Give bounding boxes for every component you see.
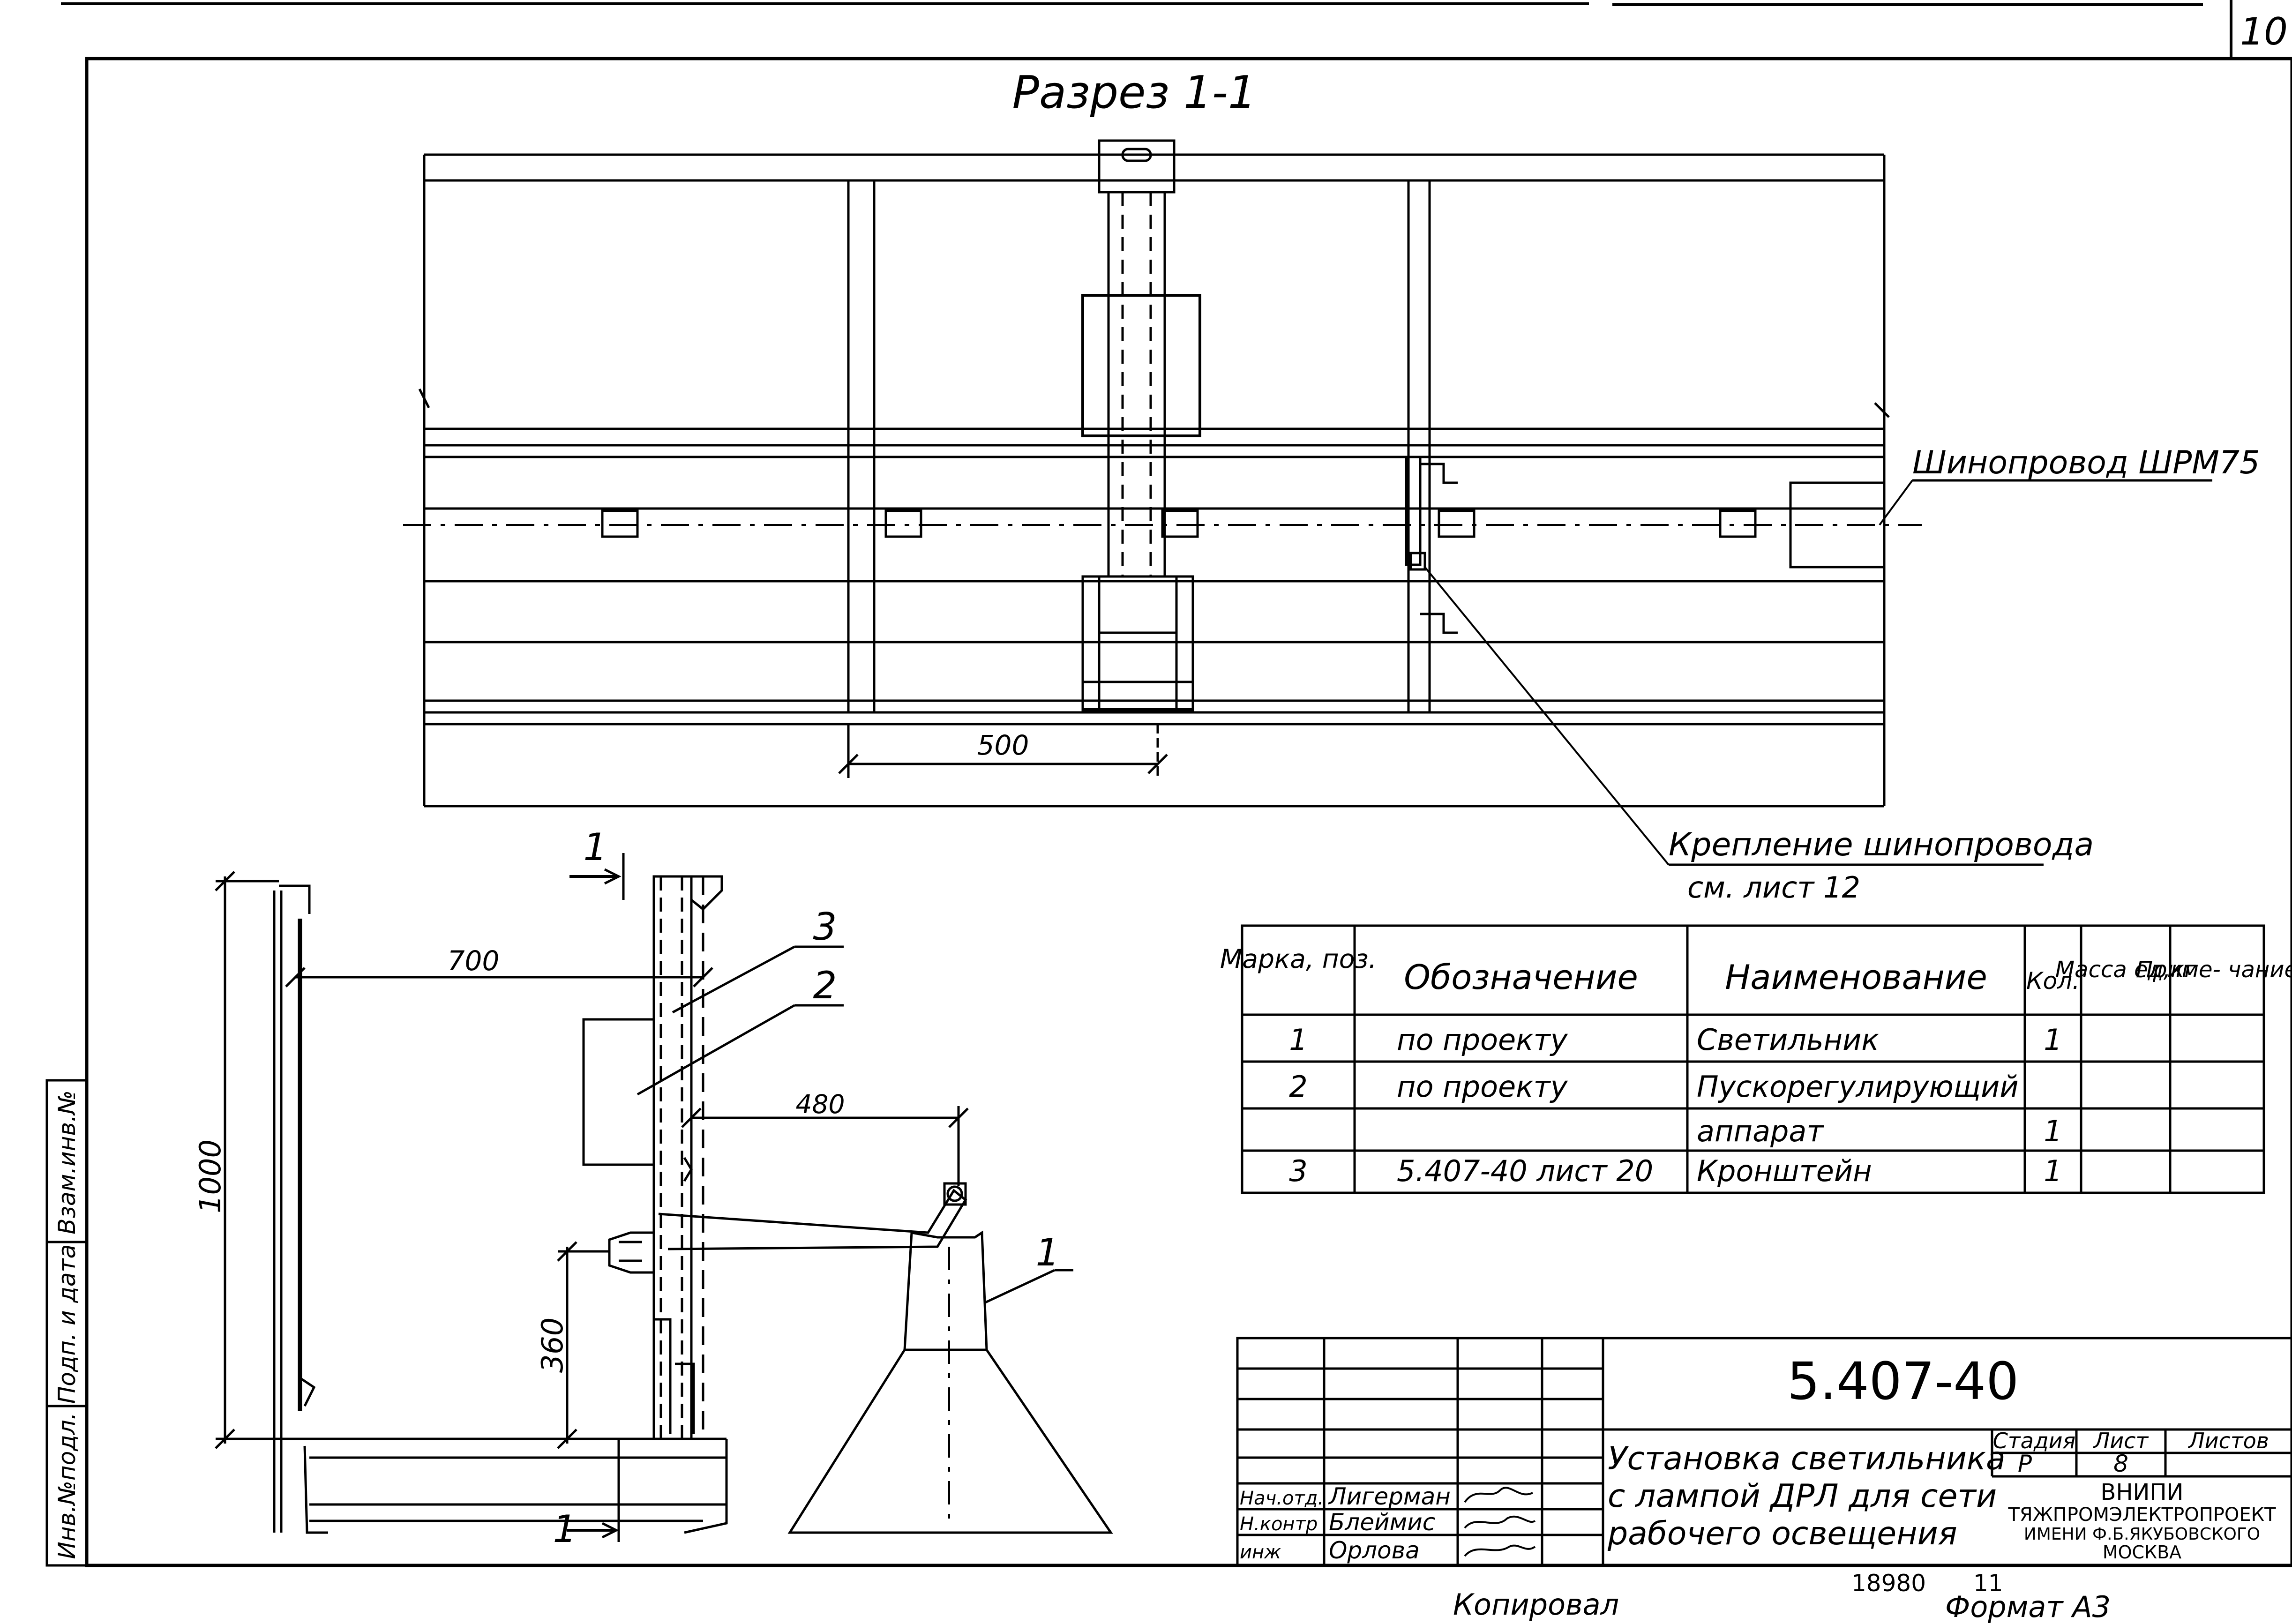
- spec-header-designation: Обозначение: [1404, 958, 1638, 997]
- doc-title-line2: с лампой ДРЛ для сети: [1608, 1478, 1997, 1515]
- spec-row-1-qty: 1: [2044, 1023, 2062, 1057]
- doc-title-line3: рабочего освещения: [1607, 1515, 1957, 1552]
- spec-row-2-name: Пускорегулирующий: [1697, 1070, 2019, 1104]
- busbar-callout: Шинопровод ШРМ75: [1912, 444, 2260, 481]
- spec-row-4-mark: 3: [1289, 1154, 1307, 1188]
- spec-row-1-designation: по проекту: [1397, 1023, 1568, 1057]
- signatures: [1464, 1487, 1536, 1557]
- spec-row-4-designation: 5.407-40 лист 20: [1397, 1154, 1653, 1188]
- sheet-number: 10: [2240, 10, 2288, 53]
- doc-code: 5.407-40: [1787, 1351, 2019, 1411]
- spec-row-4-qty: 1: [2044, 1154, 2062, 1188]
- person-2-role: Н.контр: [1240, 1513, 1318, 1535]
- spec-row-1-mark: 1: [1289, 1023, 1307, 1057]
- spec-row-4-name: Кронштейн: [1697, 1154, 1872, 1188]
- org-line1: ВНИПИ: [2101, 1479, 2184, 1505]
- spec-row-2-mark: 2: [1289, 1070, 1307, 1104]
- spec-header-mark: Марка, поз.: [1220, 944, 1377, 974]
- format-label: Формат А3: [1945, 1590, 2111, 1624]
- position-label-2: 2: [813, 964, 837, 1007]
- drawing-frame: [85, 57, 2292, 1567]
- spec-header-mark-text: Марка, поз.: [1220, 944, 1377, 974]
- spec-header-mass: Масса ед,кг: [2055, 957, 2196, 983]
- side-stamp: [45, 1079, 88, 1567]
- fastening-callout-line1: Крепление шинопровода: [1669, 826, 2094, 863]
- spec-row-2-designation: по проекту: [1397, 1070, 1568, 1104]
- side-stamp-inv-dup: Взам.инв.№: [53, 1090, 81, 1235]
- person-2-name: Блеймис: [1329, 1509, 1435, 1536]
- side-stamp-sign-date: Подп. и дата: [53, 1244, 81, 1404]
- org-line4: МОСКВА: [2103, 1542, 2181, 1563]
- spec-row-3-name: аппарат: [1697, 1114, 1824, 1148]
- org-line3: ИМЕНИ Ф.Б.ЯКУБОВСКОГО: [2024, 1525, 2260, 1544]
- spec-row-1-name: Светильник: [1697, 1023, 1879, 1057]
- spec-row-3-qty: 1: [2044, 1114, 2062, 1148]
- copied-label: Копировал: [1453, 1587, 1619, 1622]
- archive-number: 18980: [1851, 1570, 1926, 1597]
- position-label-3: 3: [813, 905, 837, 949]
- dim-480: 480: [796, 1089, 845, 1119]
- spec-header-note: Приме- чание: [2136, 957, 2292, 983]
- fastening-callout-line2: см. лист 12: [1687, 870, 1860, 905]
- section-title: Разрез 1-1: [1012, 67, 1257, 119]
- section-mark-bottom: 1: [553, 1507, 577, 1551]
- section-view: [403, 139, 2212, 866]
- stage-label: Стадия: [1993, 1428, 2075, 1453]
- sheets-label: Листов: [2187, 1428, 2269, 1453]
- spec-table-grid: [1241, 924, 2265, 1194]
- person-3-role: инж: [1240, 1542, 1281, 1563]
- person-1-name: Лигерман: [1328, 1483, 1451, 1510]
- person-1-role: Нач.отд.: [1240, 1488, 1324, 1509]
- archive-sheet: 11: [1973, 1570, 2003, 1597]
- section-mark-top: 1: [584, 825, 607, 869]
- dim-500: 500: [977, 729, 1029, 761]
- org-line2: ТЯЖПРОМЭЛЕКТРОПРОЕКТ: [2007, 1504, 2276, 1526]
- title-block-grid: [1236, 1337, 2292, 1567]
- dim-1000: 1000: [193, 1139, 227, 1213]
- doc-title-line1: Установка светильника: [1608, 1440, 2006, 1477]
- spec-header-qty: Кол.: [2026, 967, 2080, 995]
- top-edge: [61, 0, 2292, 60]
- person-3-name: Орлова: [1329, 1537, 1420, 1564]
- dim-360: 360: [535, 1317, 569, 1373]
- sheet-value: 8: [2113, 1450, 2128, 1477]
- dim-700: 700: [448, 945, 500, 977]
- stage-value: Р: [2018, 1450, 2032, 1477]
- position-label-1: 1: [1036, 1231, 1060, 1274]
- side-view: [215, 853, 1113, 1542]
- spec-header-name: Наименование: [1725, 958, 1987, 997]
- side-stamp-inv-orig: Инв.№подл.: [53, 1412, 81, 1559]
- sheet-label: Лист: [2093, 1428, 2149, 1453]
